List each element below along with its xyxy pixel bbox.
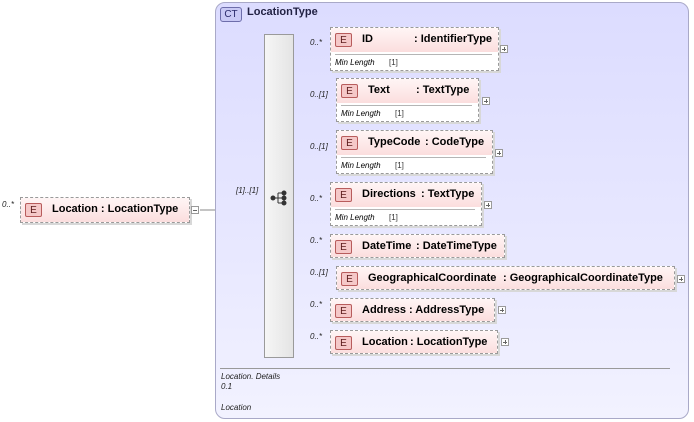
facet-value: [1] [395,109,404,118]
child-occurrence: 0..[1] [310,90,328,99]
facet-value: [1] [395,161,404,170]
child-occurrence: 0..[1] [310,142,328,151]
element-typecode[interactable]: E TypeCode : CodeType Min Length [1] [336,130,493,174]
sequence-compositor [264,34,294,358]
root-element-location[interactable]: E Location : LocationType [20,197,190,223]
element-datetime[interactable]: E DateTime : DateTimeType [330,234,505,258]
element-name: DateTime [362,240,412,252]
element-badge: E [341,136,358,150]
element-badge: E [341,272,358,286]
element-directions[interactable]: E Directions : TextType Min Length [1] [330,182,482,226]
element-badge: E [335,188,352,202]
root-occurrence: 0..* [2,200,15,209]
sequence-occurrence: [1]..[1] [236,186,259,195]
element-type: : TextType [421,188,475,200]
element-type: : AddressType [409,304,485,316]
facet-value: [1] [389,58,398,67]
element-name: Address [362,304,407,316]
element-type: : DateTimeType [416,240,497,252]
element-badge: E [25,203,42,217]
plus-icon[interactable] [677,275,685,283]
child-occurrence: 0..* [310,300,323,309]
child-occurrence: 0..* [310,38,323,47]
facet-value: [1] [389,213,398,222]
child-occurrence: 0..[1] [310,268,328,277]
plus-icon[interactable] [482,97,490,105]
sequence-compositor-icon[interactable] [270,190,290,206]
element-location[interactable]: E Location : LocationType [330,330,498,354]
element-name: Directions [362,188,416,200]
element-name: GeographicalCoordinate [368,272,497,284]
element-type: : IdentifierType [414,33,493,45]
child-occurrence: 0..* [310,236,323,245]
element-name: Text [368,84,390,96]
element-type: : TextType [416,84,470,96]
child-occurrence: 0..* [310,332,323,341]
element-type: : GeographicalCoordinateType [503,272,663,284]
complex-type-badge: CT [220,7,242,22]
plus-icon[interactable] [498,306,506,314]
element-badge: E [341,84,358,98]
plus-icon[interactable] [484,201,492,209]
element-text[interactable]: E Text : TextType Min Length [1] [336,78,479,122]
annotation-line-2: 0.1 [221,382,233,391]
facet-label: Min Length [335,58,375,67]
annotation-divider [220,368,670,369]
plus-icon[interactable] [501,338,509,346]
facet-label: Min Length [341,161,381,170]
element-type: : LocationType [410,336,488,348]
element-name: TypeCode [368,136,421,148]
element-badge: E [335,33,352,47]
element-geographicalcoordinate[interactable]: E GeographicalCoordinate : GeographicalC… [336,266,675,290]
plus-icon[interactable] [500,45,508,53]
child-occurrence: 0..* [310,194,323,203]
collapse-icon[interactable] [191,206,199,214]
element-address[interactable]: E Address : AddressType [330,298,495,322]
element-type: : CodeType [425,136,485,148]
plus-icon[interactable] [495,149,503,157]
facet-label: Min Length [341,109,381,118]
annotation-line-3: Location [221,403,252,412]
complex-type-title: LocationType [247,6,318,18]
facet-label: Min Length [335,213,375,222]
annotation-line-1: Location. Details [221,372,281,381]
element-badge: E [335,336,352,350]
root-element-label: Location : LocationType [52,203,179,215]
element-badge: E [335,304,352,318]
element-badge: E [335,240,352,254]
element-name: Location [362,336,408,348]
element-id[interactable]: E ID : IdentifierType Min Length [1] [330,27,499,71]
element-name: ID [362,33,373,45]
